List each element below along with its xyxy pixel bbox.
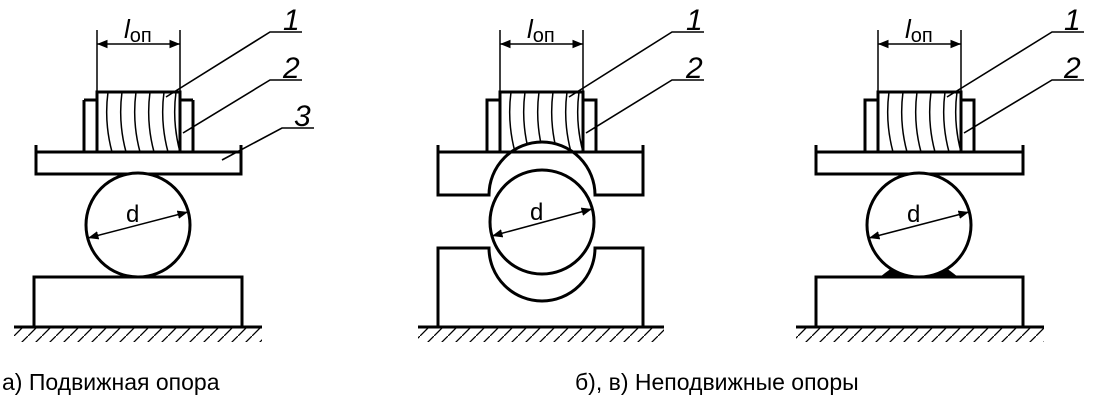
base-block	[814, 275, 1025, 329]
wood-grain	[886, 92, 961, 152]
diameter-label: d	[907, 201, 920, 228]
angle-plate-right	[191, 100, 243, 154]
angle-plate-right	[583, 98, 645, 154]
diameter-label: d	[126, 201, 139, 228]
part-number-1: 1	[1064, 4, 1081, 37]
dimension-label: lоп	[527, 14, 555, 47]
upper-grooved-block	[436, 140, 645, 197]
caption-movable-support: а) Подвижная опора	[2, 369, 220, 395]
part-number-2: 2	[685, 52, 703, 85]
ground-hatch	[14, 328, 262, 342]
wood-specimen	[876, 90, 963, 154]
figure-b-fixed-support: lоп d 1 2	[418, 4, 704, 342]
dimension-label: lоп	[905, 14, 933, 47]
angle-plate-right	[961, 98, 1025, 154]
ground-hatch	[418, 328, 664, 342]
base-block	[32, 275, 244, 329]
lower-grooved-block	[436, 246, 645, 329]
dimension-l-op-b: lоп	[499, 14, 584, 92]
part-number-2: 2	[282, 52, 300, 85]
part-number-3: 3	[294, 100, 311, 133]
dimension-l-op-a: lоп	[96, 14, 181, 92]
support-plate	[34, 150, 243, 176]
angle-plate-left	[34, 100, 86, 154]
dimension-label: lоп	[124, 14, 152, 47]
part-number-1: 1	[686, 4, 703, 37]
angle-plate-left	[814, 98, 878, 154]
dimension-l-op-c: lоп	[877, 14, 962, 92]
part-number-1: 1	[283, 4, 300, 37]
angle-plate-left	[436, 98, 500, 154]
caption-fixed-supports: б), в) Неподвижные опоры	[575, 369, 859, 395]
figure-a-movable-support: lоп d 1 2 3	[14, 4, 314, 342]
wood-grain	[105, 92, 180, 152]
part-number-2: 2	[1063, 52, 1081, 85]
ground-hatch	[796, 328, 1044, 342]
support-plate	[814, 150, 1025, 176]
figure-c-fixed-support: lоп d 1 2	[796, 4, 1084, 342]
diameter-label: d	[530, 199, 543, 226]
